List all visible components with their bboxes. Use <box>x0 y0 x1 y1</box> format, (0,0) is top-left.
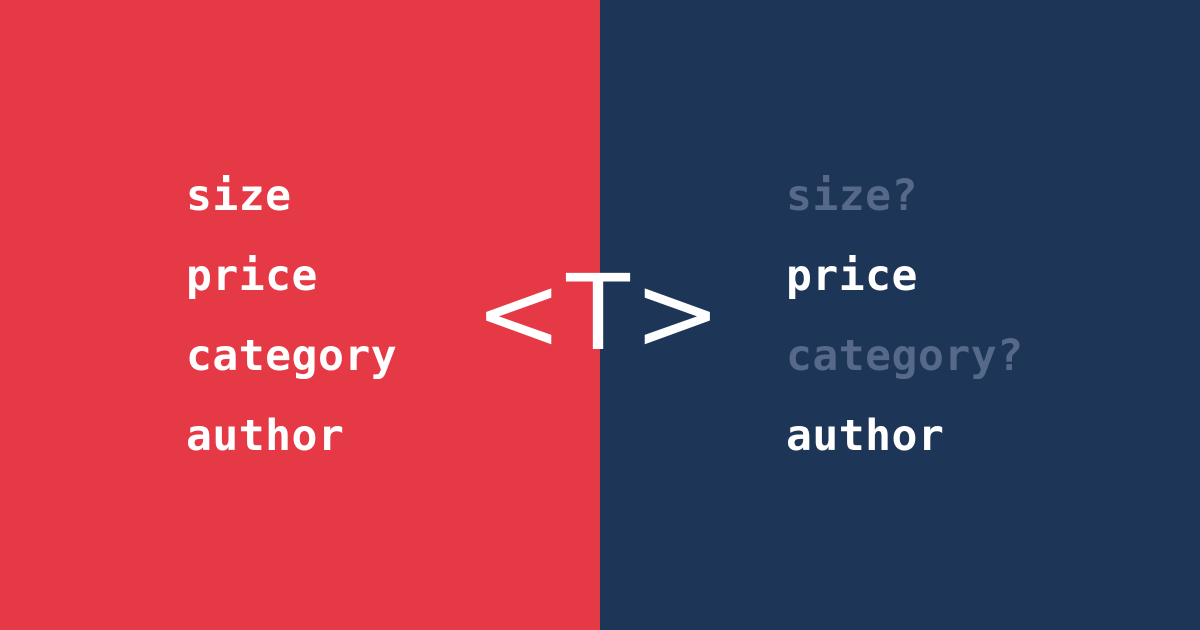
left-panel: size price category author <box>0 0 600 630</box>
right-field-category: category? <box>786 331 1024 381</box>
generic-type-symbol: <T> <box>475 252 725 374</box>
right-panel: size? price category? author <box>600 0 1200 630</box>
left-field-size: size <box>186 171 292 221</box>
right-field-price: price <box>786 251 918 301</box>
right-field-author: author <box>786 411 945 461</box>
left-field-category: category <box>186 331 398 381</box>
left-field-list: size price category author <box>186 163 397 483</box>
left-field-price: price <box>186 251 318 301</box>
right-field-list: size? price category? author <box>786 163 1024 483</box>
right-field-size: size? <box>786 171 918 221</box>
left-field-author: author <box>186 411 345 461</box>
